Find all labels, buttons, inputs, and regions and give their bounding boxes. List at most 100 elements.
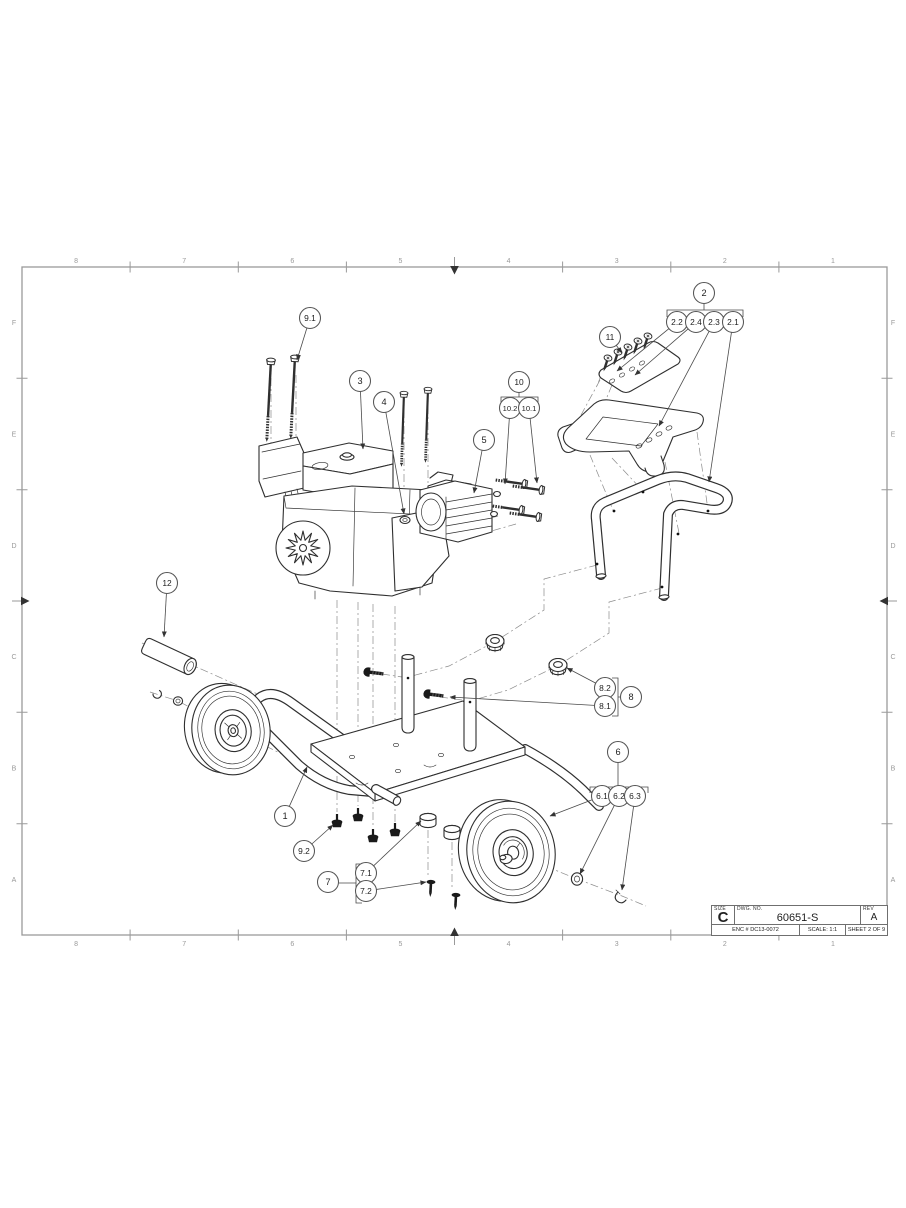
zone-col-top-1: 1 xyxy=(831,258,835,265)
balloon-1: 1 xyxy=(273,766,308,828)
balloon-label-3: 3 xyxy=(357,376,362,386)
leader-line-2.2 xyxy=(616,328,670,372)
rev-label: REV xyxy=(863,906,874,912)
balloon-label-12: 12 xyxy=(162,578,172,588)
zone-row-left-B: B xyxy=(12,766,17,773)
balloon-circle-9.2 xyxy=(292,839,316,863)
zone-row-right-F: F xyxy=(891,320,895,327)
control-panel xyxy=(557,399,704,477)
scale-value: SCALE: 1:1 xyxy=(800,925,846,935)
balloon-2.1: 2.1 xyxy=(707,310,745,483)
leader-line-1 xyxy=(288,766,308,807)
balloon-7: 7 xyxy=(316,870,340,894)
zone-col-top-7: 7 xyxy=(182,258,186,265)
balloon-label-6: 6 xyxy=(615,747,620,757)
balloon-circle-2 xyxy=(692,281,716,305)
balloon-9.1: 9.1 xyxy=(296,306,322,361)
rubber-mounts xyxy=(331,808,401,843)
balloon-6.2: 6.2 xyxy=(579,784,631,875)
axle-washer-clip-right xyxy=(570,872,627,904)
left-wheel xyxy=(183,682,271,776)
balloon-3: 3 xyxy=(348,369,372,450)
title-block: SIZE C DWG. NO. 60651-S REV A ENC # DC13… xyxy=(711,905,888,936)
artwork xyxy=(141,330,733,911)
axle-clip-washer-left xyxy=(152,689,184,706)
zone-row-left-F: F xyxy=(12,320,16,327)
balloon-12: 12 xyxy=(155,571,179,638)
leader-line-11 xyxy=(615,345,623,354)
zone-row-right-B: B xyxy=(891,766,896,773)
grip xyxy=(141,637,197,676)
balloon-circle-3 xyxy=(348,369,372,393)
balloon-label-4: 4 xyxy=(381,397,386,407)
balloon-circle-9.1 xyxy=(298,306,322,330)
balloon-label-7.1: 7.1 xyxy=(360,868,372,878)
balloon-label-11: 11 xyxy=(606,332,615,342)
balloon-4: 4 xyxy=(372,390,406,515)
zone-row-left-C: C xyxy=(11,654,16,661)
balloon-label-2: 2 xyxy=(701,288,706,298)
balloon-circle-11 xyxy=(598,325,622,349)
balloon-circle-2.1 xyxy=(721,310,745,334)
zone-col-bottom-4: 4 xyxy=(507,941,511,948)
leader-line-12 xyxy=(161,593,167,638)
zone-row-left-D: D xyxy=(11,543,16,550)
balloon-label-9.1: 9.1 xyxy=(304,313,316,323)
balloon-7.1: 7.1 xyxy=(354,820,422,885)
leader-line-6.3 xyxy=(620,806,634,891)
balloon-label-9.2: 9.2 xyxy=(298,846,310,856)
pump xyxy=(415,471,547,543)
balloon-11: 11 xyxy=(598,325,623,354)
zone-col-bottom-1: 1 xyxy=(831,941,835,948)
balloon-label-6.1: 6.1 xyxy=(596,791,608,801)
balloon-circle-12 xyxy=(155,571,179,595)
center-mark-arrows xyxy=(12,257,897,945)
balloon-circle-10.1 xyxy=(517,396,541,420)
leader-line-10.2 xyxy=(502,418,510,485)
dwg-no-label: DWG. NO. xyxy=(737,906,763,912)
balloon-label-2.3: 2.3 xyxy=(708,317,720,327)
leader-line-6.2 xyxy=(579,805,615,875)
leader-line-6.1 xyxy=(549,799,593,817)
balloon-6.3: 6.3 xyxy=(620,784,647,891)
balloon-10.1: 10.1 xyxy=(517,396,541,484)
balloon-label-8.1: 8.1 xyxy=(599,701,611,711)
balloon-10.2: 10.2 xyxy=(498,396,522,485)
balloon-label-2.4: 2.4 xyxy=(690,317,702,327)
manifold xyxy=(598,330,681,394)
handle-tube xyxy=(590,471,733,601)
callout-brackets xyxy=(339,304,744,904)
balloon-10: 10 xyxy=(507,370,531,394)
zone-col-top-2: 2 xyxy=(723,258,727,265)
balloon-circle-4 xyxy=(372,390,396,414)
leader-line-8.1 xyxy=(449,694,595,706)
zone-col-bottom-8: 8 xyxy=(74,941,78,948)
title-block-rev-cell: REV A xyxy=(861,906,887,924)
balloon-8: 8 xyxy=(619,685,643,709)
zone-col-bottom-7: 7 xyxy=(182,941,186,948)
size-value: C xyxy=(717,909,729,926)
balloon-6: 6 xyxy=(606,740,630,764)
zone-col-bottom-3: 3 xyxy=(615,941,619,948)
zone-col-top-4: 4 xyxy=(507,258,511,265)
balloon-circle-6.3 xyxy=(623,784,647,808)
balloon-label-1: 1 xyxy=(282,811,287,821)
balloon-label-7.2: 7.2 xyxy=(360,886,372,896)
balloon-circle-7 xyxy=(316,870,340,894)
zone-col-bottom-2: 2 xyxy=(723,941,727,948)
sheet-number: SHEET 2 OF 9 xyxy=(847,927,886,933)
size-label: SIZE xyxy=(714,906,726,912)
sheet-border xyxy=(12,257,897,945)
balloon-label-5: 5 xyxy=(481,435,486,445)
balloon-circle-1 xyxy=(273,804,297,828)
balloon-2.4: 2.4 xyxy=(634,310,708,376)
dwg-no-value: 60651-S xyxy=(776,912,819,924)
title-block-dwg-cell: DWG. NO. 60651-S xyxy=(735,906,861,924)
balloon-circle-8.1 xyxy=(593,694,617,718)
zone-col-top-5: 5 xyxy=(398,258,402,265)
balloon-8.1: 8.1 xyxy=(449,694,617,718)
balloon-label-10.2: 10.2 xyxy=(503,404,518,413)
